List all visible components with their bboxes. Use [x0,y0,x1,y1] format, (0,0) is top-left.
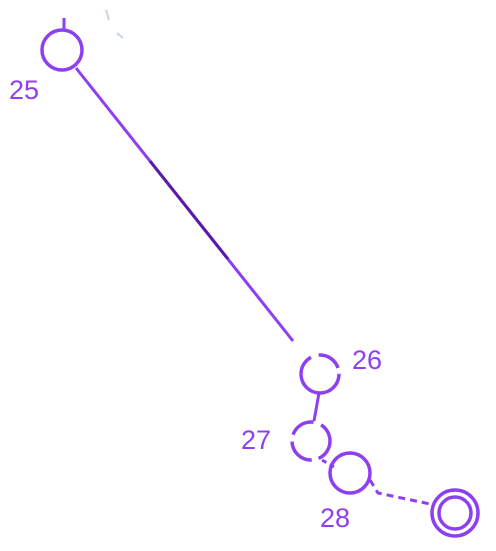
stop-label-25: 25 [9,75,40,105]
station-circle-dashed-icon[interactable] [290,420,332,462]
destination-double-circle-icon[interactable] [430,488,480,538]
faint-mark [116,32,124,39]
station-circle-icon[interactable] [328,451,372,495]
stop-label-28: 28 [320,503,351,533]
faint-mark [105,9,110,21]
route-segment-26-27 [312,392,321,422]
station-circle-icon[interactable] [40,28,84,72]
station-circle-icon[interactable] [299,353,341,395]
stop-label-27: 27 [241,425,272,455]
route-segment-28-end [368,479,431,506]
stop-label-26: 26 [352,345,383,375]
route-segment-25-26-dark [148,160,230,260]
